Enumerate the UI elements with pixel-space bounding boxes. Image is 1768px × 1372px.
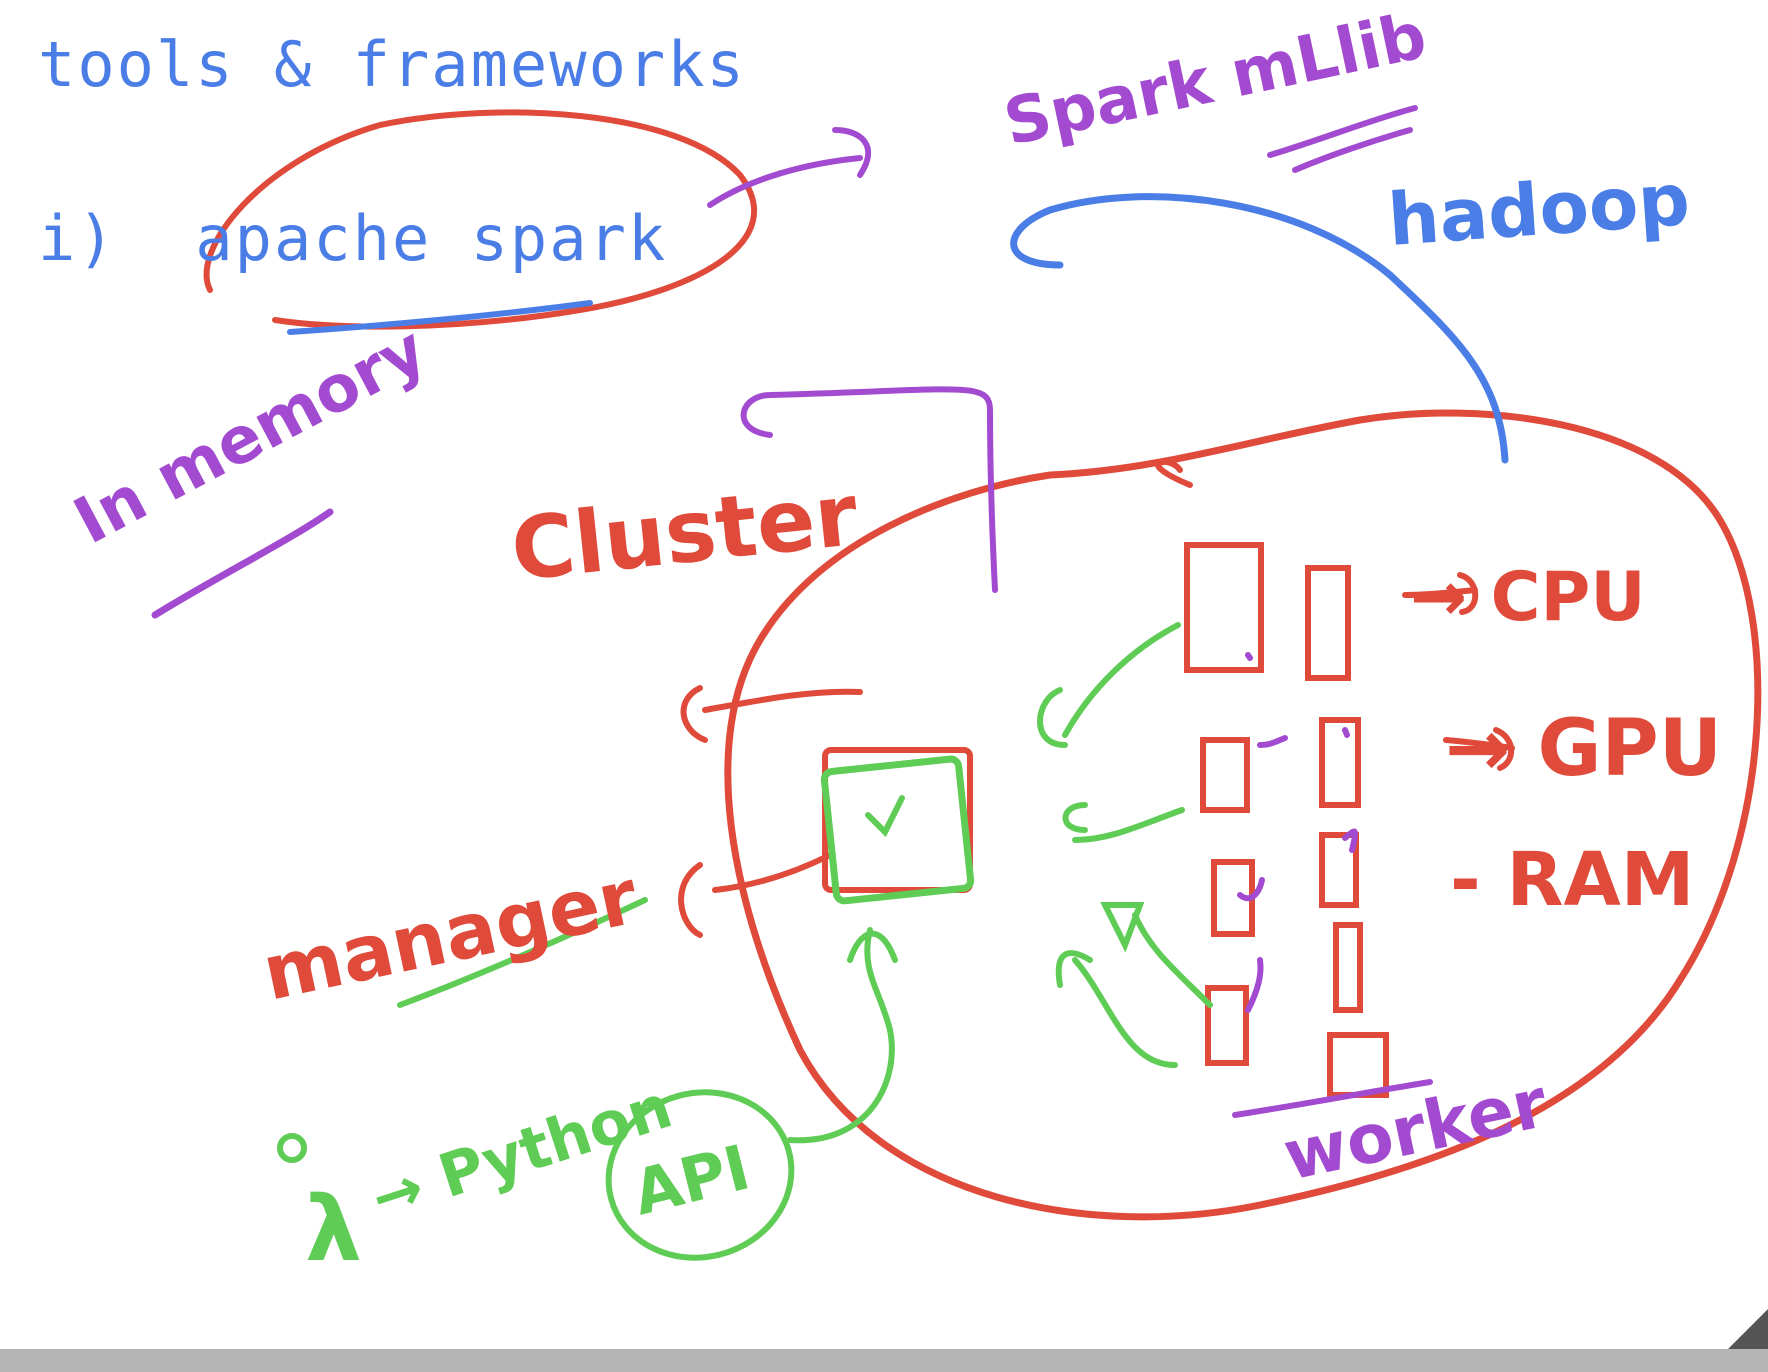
- hadoop-connector: [1010, 193, 1509, 464]
- cluster-ellipse: [724, 409, 1762, 1221]
- resize-handle[interactable]: [1728, 1309, 1768, 1349]
- in-memory-label: In memory: [63, 313, 438, 559]
- link-manager-worker: [1062, 802, 1185, 843]
- arrow-to-mllib-head: [832, 127, 872, 178]
- link-manager-worker: [1055, 950, 1178, 1068]
- degree-mark: [277, 1133, 307, 1163]
- worker-node: [1200, 737, 1250, 813]
- lambda-label: λ: [305, 1177, 362, 1282]
- cpu-arrow: [1402, 572, 1479, 615]
- worker-node: [1319, 717, 1361, 808]
- heading-text: tools & frameworks: [38, 28, 746, 101]
- arrow-to-mllib: [707, 155, 863, 208]
- worker-node: [1205, 985, 1249, 1066]
- ram-label: - RAM: [1450, 837, 1694, 923]
- worker-node: [1184, 542, 1264, 673]
- check-icon: [865, 795, 905, 838]
- mllib-underline: [1267, 105, 1418, 173]
- gpu-label: → GPU: [1445, 704, 1722, 794]
- worker-node: [1327, 1032, 1389, 1098]
- horizontal-scrollbar[interactable]: [0, 1349, 1768, 1372]
- worker-bracket: [1232, 1079, 1433, 1118]
- manager-arrow-top: [680, 685, 863, 743]
- cpu-label: → CPU: [1410, 558, 1646, 637]
- in-memory-underline: [151, 508, 334, 619]
- worker-node: [1319, 832, 1359, 908]
- api-circle: [605, 1089, 795, 1261]
- worker-marks: [1237, 652, 1359, 1013]
- manager-underline: [397, 897, 648, 1008]
- manager-node-red: [822, 747, 973, 893]
- spark-mllib-label: Spark mLlib: [998, 0, 1433, 161]
- api-link: [787, 927, 898, 1144]
- apache-spark-underline: [287, 300, 593, 335]
- link-manager-worker: [1037, 622, 1181, 748]
- worker-node: [1333, 922, 1363, 1013]
- python-label: → Python: [363, 1072, 680, 1235]
- cluster-bracket: [740, 386, 998, 593]
- manager-label: manager: [255, 852, 645, 1018]
- list-item-apache-spark: i) apache spark: [38, 202, 668, 275]
- cluster-ellipse-tail: [1154, 458, 1193, 488]
- apache-spark-oval: [203, 109, 757, 330]
- manager-node-green: [820, 755, 975, 905]
- manager-arrow-mid: [678, 852, 833, 938]
- link-manager-worker: [1100, 902, 1213, 1008]
- gpu-arrow: [1443, 727, 1515, 771]
- hadoop-label: hadoop: [1385, 157, 1692, 262]
- worker-node: [1305, 565, 1351, 681]
